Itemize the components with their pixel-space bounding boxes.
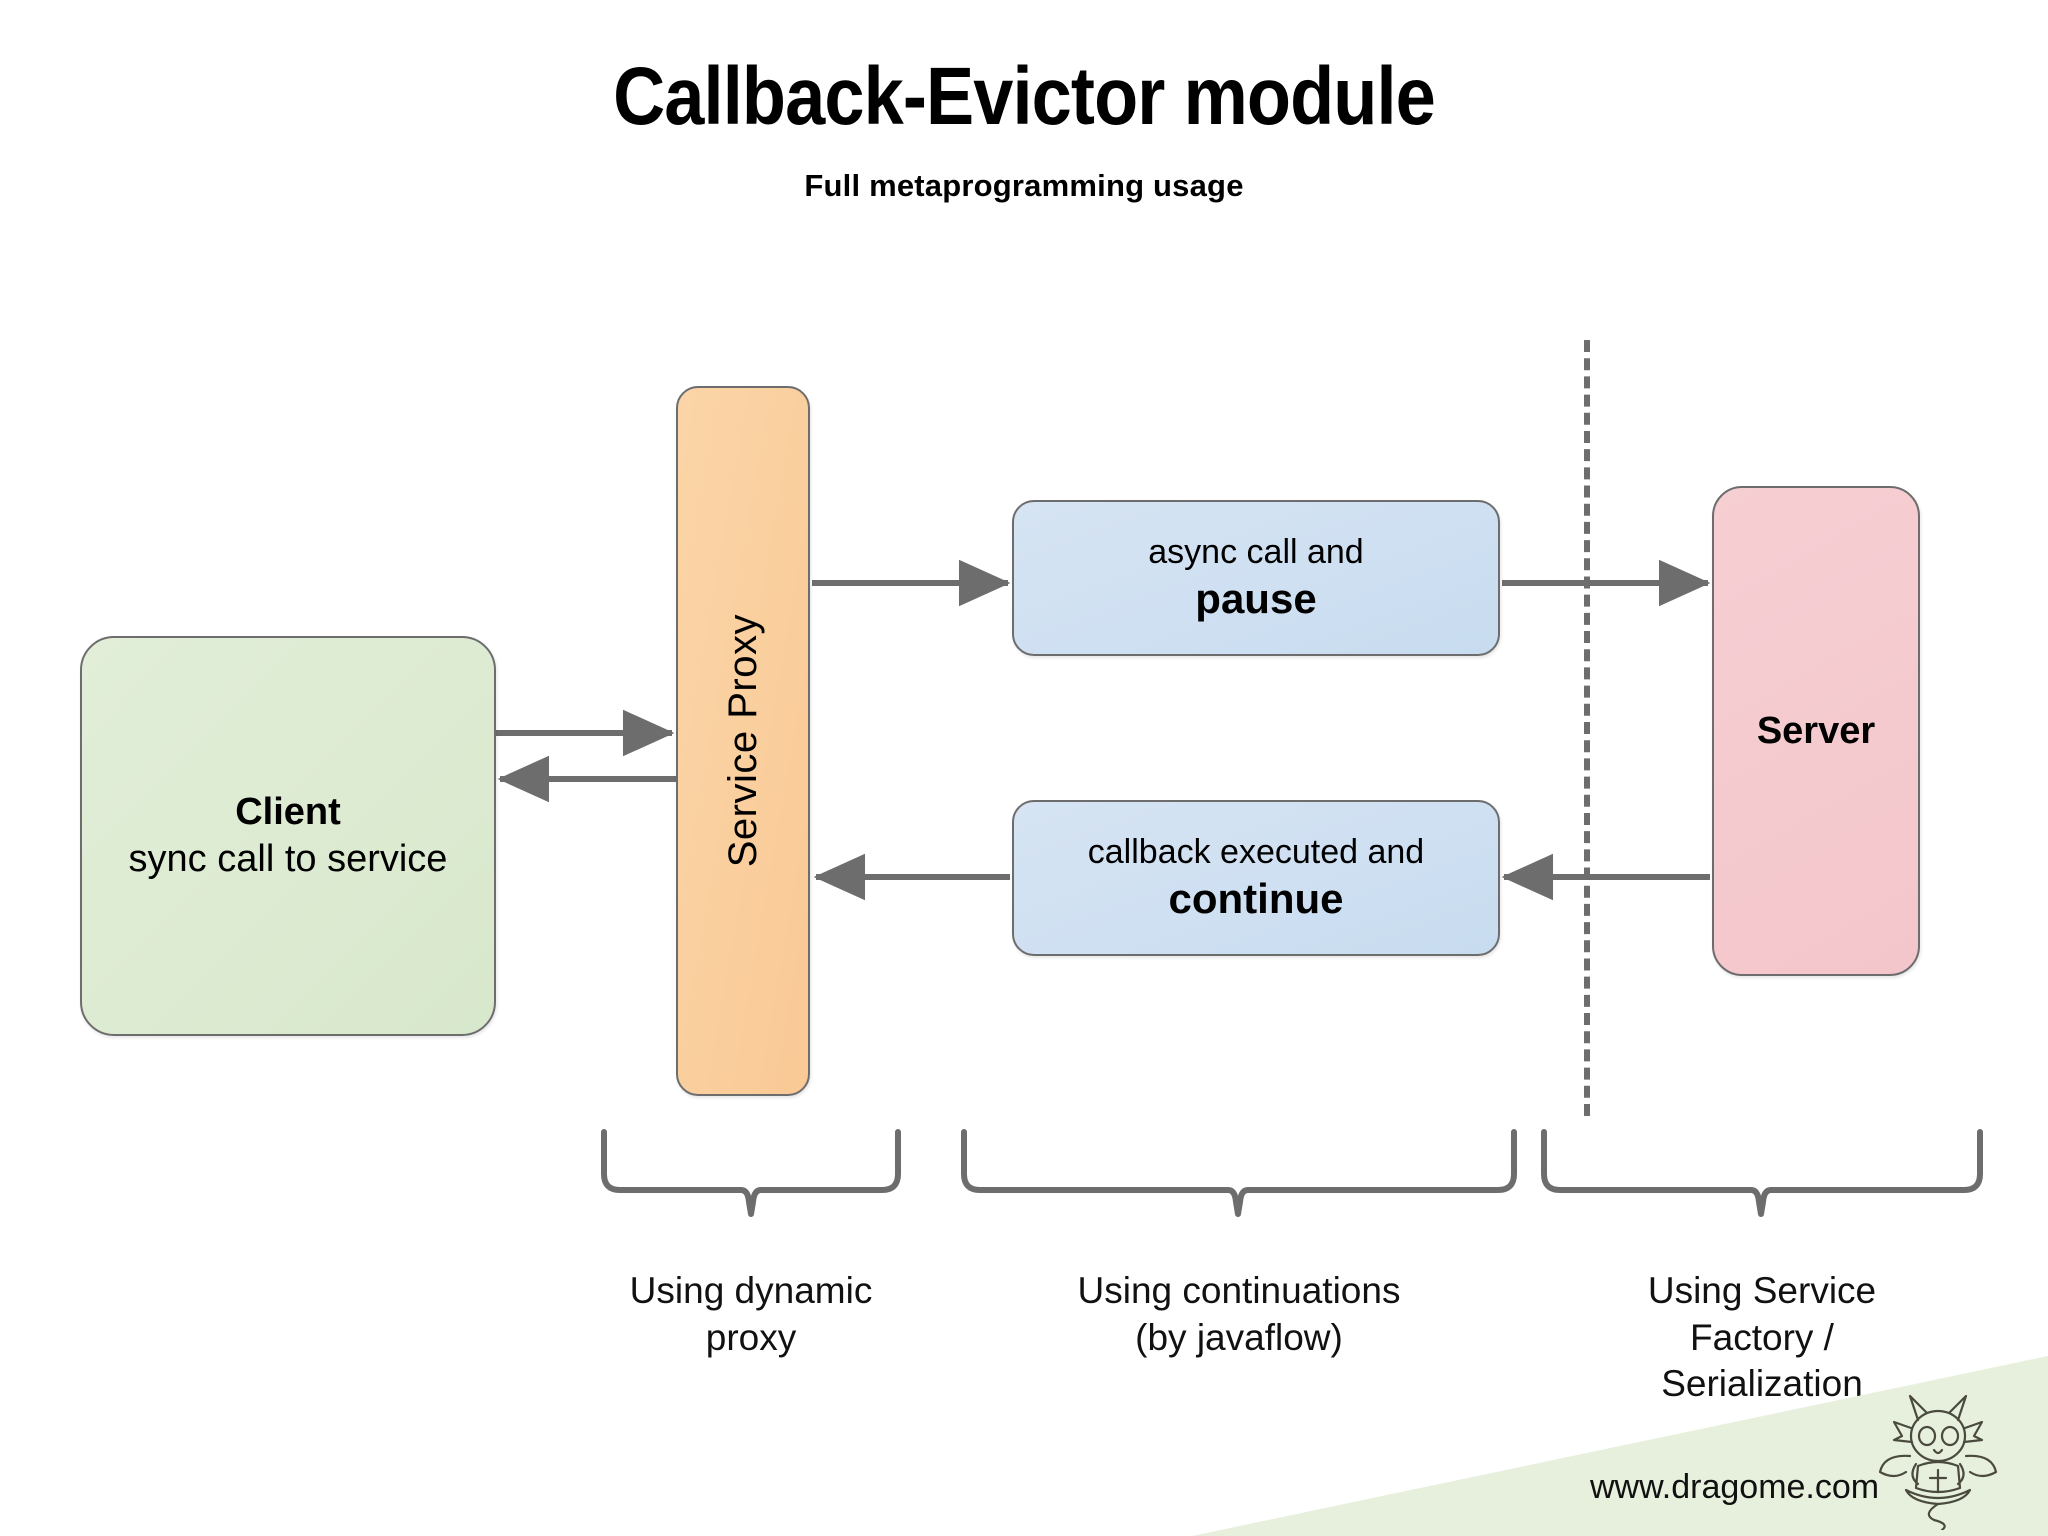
caption-line: proxy <box>705 1316 797 1358</box>
brace-caption-continuations: Using continuations (by javaflow) <box>958 1268 1520 1361</box>
caption-line: Using dynamic <box>629 1270 873 1311</box>
client-subtitle: sync call to service <box>128 838 448 880</box>
callback-line1: callback executed and <box>1087 832 1425 871</box>
callback-line2: continue <box>1168 875 1344 923</box>
dragon-mascot-icon <box>1878 1394 1998 1530</box>
brace-continuations <box>961 1129 1517 1217</box>
service-proxy-label: Service Proxy <box>720 614 765 868</box>
page-title: Callback-Evictor module <box>613 51 1436 142</box>
footer-wedge <box>1192 1356 2048 1536</box>
client-node[interactable]: Client sync call to service <box>80 636 496 1036</box>
brace-dynamic-proxy <box>601 1129 901 1217</box>
callback-node[interactable]: callback executed and continue <box>1012 800 1500 956</box>
caption-line: Using Service <box>1647 1270 1877 1311</box>
async-call-node[interactable]: async call and pause <box>1012 500 1500 656</box>
caption-line: Factory / <box>1690 1316 1834 1358</box>
server-label: Server <box>1756 709 1876 752</box>
caption-line: (by javaflow) <box>1135 1316 1343 1358</box>
async-line2: pause <box>1195 575 1317 623</box>
client-title: Client <box>235 790 341 833</box>
async-line1: async call and <box>1148 532 1364 571</box>
client-server-divider <box>1584 340 1590 1116</box>
brace-service-factory <box>1541 1129 1983 1217</box>
footer-url[interactable]: www.dragome.com <box>1590 1468 1880 1506</box>
brace-caption-dynamic-proxy: Using dynamic proxy <box>598 1268 904 1361</box>
page-subtitle: Full metaprogramming usage <box>804 168 1244 203</box>
service-proxy-node[interactable]: Service Proxy <box>676 386 810 1096</box>
caption-line: Serialization <box>1661 1363 1863 1405</box>
brace-caption-service-factory: Using Service Factory / Serialization <box>1538 1268 1986 1408</box>
server-node[interactable]: Server <box>1712 486 1920 976</box>
caption-line: Using continuations <box>1077 1270 1401 1311</box>
